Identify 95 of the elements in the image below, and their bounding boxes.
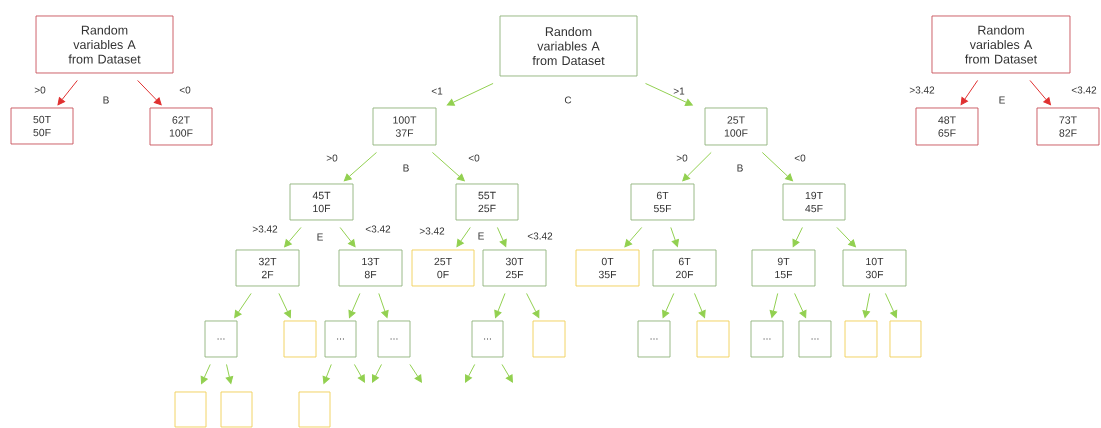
arrow [624, 226, 643, 248]
arrow [501, 363, 513, 383]
arrow [339, 226, 356, 248]
arrow [322, 363, 332, 384]
arrow [353, 363, 365, 383]
split-label: C [564, 96, 572, 104]
arrow [378, 292, 389, 318]
count-box: 13T 8F [338, 249, 403, 287]
count-box: 19T 45F [782, 183, 846, 221]
edge-label: <0 [178, 85, 192, 95]
count-box: 50T 50F [10, 107, 74, 145]
ellipsis-box: ... [377, 320, 411, 358]
arrow [836, 226, 856, 248]
arrow [1029, 79, 1051, 106]
count-box: 100T 37F [372, 107, 437, 146]
count-box: 0T 35F [575, 249, 640, 287]
count-box: 48T 65F [915, 107, 979, 146]
arrow [960, 79, 979, 106]
edge-label: <1 [430, 86, 444, 96]
arrow [57, 79, 78, 106]
empty-box [532, 320, 566, 358]
edge-label: >1 [672, 86, 686, 96]
arrow [137, 79, 162, 106]
edge-label: <3.42 [526, 231, 554, 241]
arrow [409, 363, 422, 383]
count-box: 55T 25F [455, 183, 519, 221]
empty-box [174, 391, 207, 428]
split-label: E [317, 233, 323, 241]
arrow [348, 292, 361, 318]
edge-label: >3.42 [251, 224, 279, 234]
arrow [662, 292, 675, 318]
arrow [884, 292, 898, 318]
count-box: 32T 2F [235, 249, 300, 287]
arrow [343, 151, 377, 182]
split-label: B [403, 164, 409, 172]
edge-label: <3.42 [1070, 85, 1098, 95]
ellipsis-box: ... [324, 320, 357, 358]
decision-box: Random variables A from Dataset [931, 15, 1071, 74]
empty-box [696, 320, 730, 358]
ellipsis-box: ... [798, 320, 832, 358]
edge-label: >3.42 [908, 85, 936, 95]
empty-box [220, 391, 253, 428]
count-box: 6T 20F [652, 249, 717, 287]
ellipsis-box: ... [471, 320, 504, 358]
arrow [792, 226, 803, 248]
arrow [446, 82, 494, 106]
arrow [431, 151, 465, 182]
arrow [372, 363, 382, 383]
arrow [794, 292, 807, 319]
arrow [496, 226, 507, 247]
arrow [862, 292, 871, 318]
arrow [694, 292, 706, 318]
count-box: 6T 55F [630, 183, 695, 221]
count-box: 10T 30F [842, 249, 907, 287]
empty-box [283, 320, 317, 358]
count-box: 73T 82F [1036, 107, 1100, 146]
empty-box [889, 320, 922, 358]
ellipsis-box: ... [204, 320, 238, 358]
arrow [769, 292, 779, 318]
split-label: E [478, 232, 484, 240]
edge-label: >0 [325, 153, 339, 163]
count-box: 25T 100F [704, 107, 768, 146]
arrow [225, 363, 234, 384]
arrow [465, 363, 476, 383]
ellipsis-box: ... [637, 320, 671, 358]
edge-label: <3.42 [364, 224, 392, 234]
ellipsis-box: ... [750, 320, 784, 358]
arrow [200, 363, 211, 384]
arrow [682, 151, 712, 182]
arrow [670, 226, 679, 247]
count-box: 30T 25F [482, 249, 547, 287]
edge-label: <0 [467, 153, 481, 163]
split-label: B [737, 164, 743, 172]
arrow [234, 292, 252, 319]
edge-label: >0 [33, 85, 47, 95]
empty-box [844, 320, 878, 358]
arrow [645, 82, 693, 106]
count-box: 9T 15F [751, 249, 816, 287]
split-label: B [103, 96, 109, 104]
count-box: 62T 100F [149, 107, 213, 146]
arrow [284, 226, 302, 248]
split-label: E [999, 96, 1005, 104]
decision-box: Random variables A from Dataset [499, 15, 638, 77]
edge-label: >0 [675, 153, 689, 163]
arrow [761, 151, 793, 182]
arrow [494, 292, 506, 318]
edge-label: >3.42 [418, 226, 446, 236]
empty-box [298, 391, 331, 428]
arrow [278, 292, 292, 319]
arrow [526, 292, 540, 319]
count-box: 25T 0F [411, 249, 475, 287]
decision-box: Random variables A from Dataset [35, 15, 174, 74]
edge-label: <0 [793, 153, 807, 163]
count-box: 45T 10F [289, 183, 354, 221]
arrow [456, 226, 471, 248]
